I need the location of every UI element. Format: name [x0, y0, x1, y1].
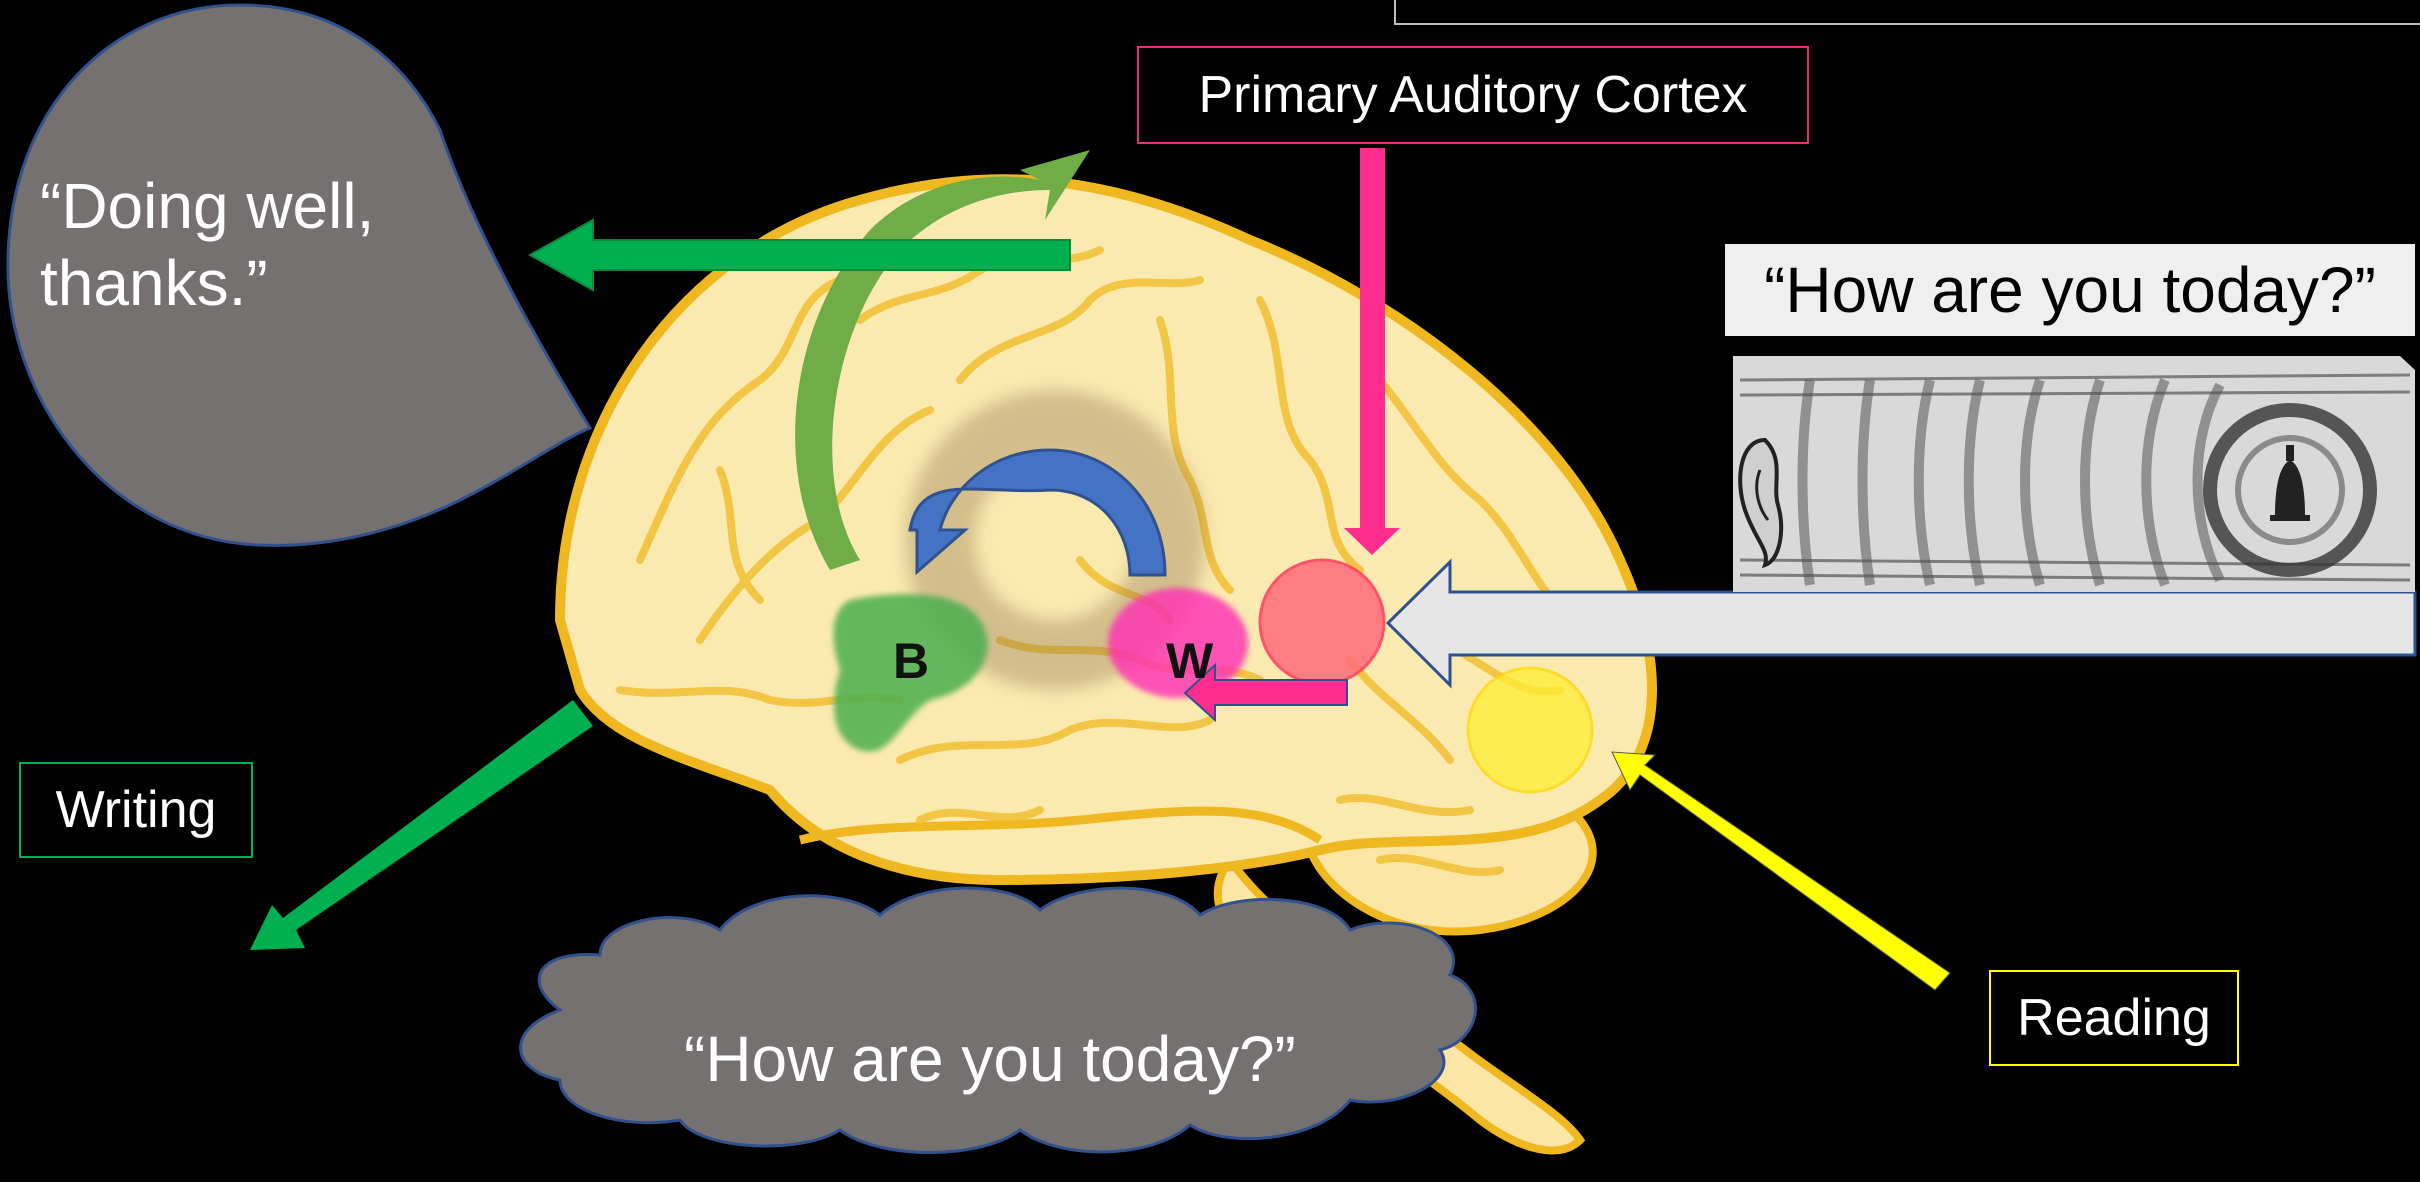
visual-cortex-circle [1468, 668, 1592, 792]
speech-line-2: thanks.” [40, 245, 374, 322]
reading-label: Reading [1989, 970, 2239, 1066]
speech-bubble-text: “Doing well, thanks.” [40, 168, 374, 322]
frame-line [1395, 0, 2420, 24]
green-arrow-to-writing [250, 700, 593, 950]
speech-line-1: “Doing well, [40, 168, 374, 245]
wernicke-letter: W [1166, 632, 1213, 690]
sound-wave-image [1733, 356, 2415, 592]
auditory-cortex-circle [1260, 560, 1384, 684]
thought-cloud-text: “How are you today?” [684, 1022, 1296, 1096]
yellow-arrow-reading [1612, 752, 1950, 990]
thought-cloud [521, 888, 1476, 1152]
sound-caption: “How are you today?” [1725, 244, 2415, 336]
writing-label: Writing [19, 762, 253, 858]
primary-auditory-cortex-label: Primary Auditory Cortex [1137, 46, 1809, 144]
broca-letter: B [893, 632, 929, 690]
